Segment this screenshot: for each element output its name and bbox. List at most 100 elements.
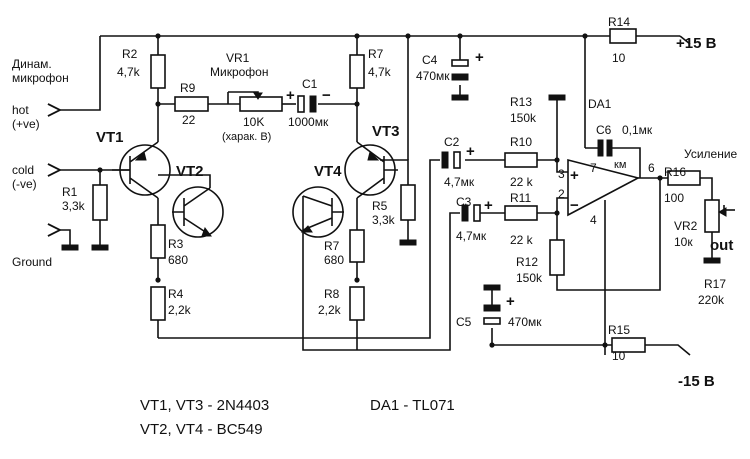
cold-label: cold <box>12 163 34 177</box>
r2-value: 4,7k <box>117 65 141 79</box>
minus15-label: -15 B <box>678 373 715 390</box>
c1-minus: − <box>322 87 331 104</box>
capacitor-c1 <box>297 95 305 113</box>
ground-symbol <box>483 284 501 291</box>
capacitors <box>297 59 613 325</box>
c6-name: C6 <box>596 123 612 137</box>
out-label: out <box>710 237 733 254</box>
transistors <box>112 141 398 238</box>
r10-name: R10 <box>510 135 532 149</box>
r8-name: R8 <box>324 287 340 301</box>
r15-name: R15 <box>608 323 630 337</box>
r15-value: 10 <box>612 349 626 363</box>
pin-2: 2 <box>558 187 565 201</box>
vr1-value: 10K <box>243 115 264 129</box>
r1-value: 3,3k <box>62 199 86 213</box>
ground-symbol <box>399 239 417 246</box>
vr2-name: VR2 <box>674 219 698 233</box>
ground-symbol <box>91 244 109 251</box>
r12-value: 150k <box>516 271 543 285</box>
c5-name: C5 <box>456 315 472 329</box>
r7-bottom-value: 680 <box>324 253 344 267</box>
r17-value: 220k <box>698 293 725 307</box>
resistor-r2 <box>150 54 166 89</box>
r16-name: R16 <box>664 165 686 179</box>
c1-value: 1000мк <box>288 115 329 129</box>
r5-name: R5 <box>372 199 388 213</box>
c4-name: C4 <box>422 53 438 67</box>
c6-type: км <box>614 159 626 171</box>
r4-value: 2,2k <box>168 303 192 317</box>
da1-label: DA1 <box>588 97 612 111</box>
resistor-r9 <box>174 96 209 112</box>
ground-symbol <box>451 94 469 101</box>
c2-value: 4,7мк <box>444 175 475 189</box>
r7-top-name: R7 <box>368 47 384 61</box>
vt3-label: VT3 <box>372 123 400 140</box>
vt1-label: VT1 <box>96 129 124 146</box>
r13-value: 150k <box>510 111 537 125</box>
vr1-taper: (харак. B) <box>222 131 271 143</box>
r4-name: R4 <box>168 287 184 301</box>
resistor-r7-top <box>349 54 365 89</box>
c4-plus: + <box>475 49 484 66</box>
c3-name: C3 <box>456 195 472 209</box>
r10-value: 22 k <box>510 175 534 189</box>
resistor-r4 <box>150 286 166 321</box>
pin-7: 7 <box>590 161 597 175</box>
pin-3: 3 <box>558 167 565 181</box>
c5-value: 470мк <box>508 315 542 329</box>
r11-value: 22 k <box>510 233 534 247</box>
resistor-r14 <box>609 28 637 44</box>
ground-symbol <box>548 94 566 101</box>
r9-name: R9 <box>180 81 196 95</box>
vr1-name: VR1 <box>226 51 250 65</box>
r16-value: 100 <box>664 191 684 205</box>
ground-symbol <box>61 244 79 251</box>
resistor-r1 <box>92 184 108 221</box>
r3-name: R3 <box>168 237 184 251</box>
resistor-r16 <box>667 170 701 186</box>
r17-name: R17 <box>704 277 726 291</box>
note-vt1-vt3: VT1, VT3 - 2N4403 <box>140 397 269 414</box>
r14-value: 10 <box>612 51 626 65</box>
capacitor-c2 <box>441 151 449 169</box>
capacitor-c4 <box>451 59 469 67</box>
note-da1: DA1 - TL071 <box>370 397 455 414</box>
c1-name: C1 <box>302 77 318 91</box>
hot-polarity: (+ve) <box>12 117 40 131</box>
vr2-value: 10к <box>674 235 693 249</box>
potentiometer-vr1 <box>239 96 283 112</box>
potentiometer-vr2 <box>704 199 720 233</box>
capacitor-c5 <box>483 304 501 312</box>
cold-polarity: (-ve) <box>12 177 37 191</box>
c5-plus: + <box>506 293 515 310</box>
resistor-r3 <box>150 224 166 259</box>
r2-name: R2 <box>122 47 138 61</box>
resistor-r8 <box>349 286 365 321</box>
vt4-label: VT4 <box>314 163 342 180</box>
r11-name: R11 <box>510 191 531 205</box>
r12-name: R12 <box>516 255 538 269</box>
ground-symbol <box>703 257 721 264</box>
note-vt2-vt4: VT2, VT4 - BC549 <box>140 421 263 438</box>
r8-value: 2,2k <box>318 303 342 317</box>
gain-label: Усиление <box>684 147 738 161</box>
resistor-r11 <box>504 205 538 221</box>
r3-value: 680 <box>168 253 188 267</box>
labels: Динам. микрофон hot (+ve) cold (-ve) Gro… <box>12 15 738 438</box>
opamp-da1: + − <box>567 158 641 217</box>
r7-bottom-name: R7 <box>324 239 340 253</box>
r1-name: R1 <box>62 185 78 199</box>
vt2-label: VT2 <box>176 163 204 180</box>
c3-plus: + <box>484 197 493 214</box>
r9-value: 22 <box>182 113 196 127</box>
resistor-r15 <box>611 337 646 353</box>
vr1-caption: Микрофон <box>210 65 268 79</box>
r14-name: R14 <box>608 15 630 29</box>
c3-value: 4,7мк <box>456 229 487 243</box>
resistors <box>92 28 727 353</box>
grounds <box>61 94 721 291</box>
mic-label-line1: Динам. <box>12 57 52 71</box>
